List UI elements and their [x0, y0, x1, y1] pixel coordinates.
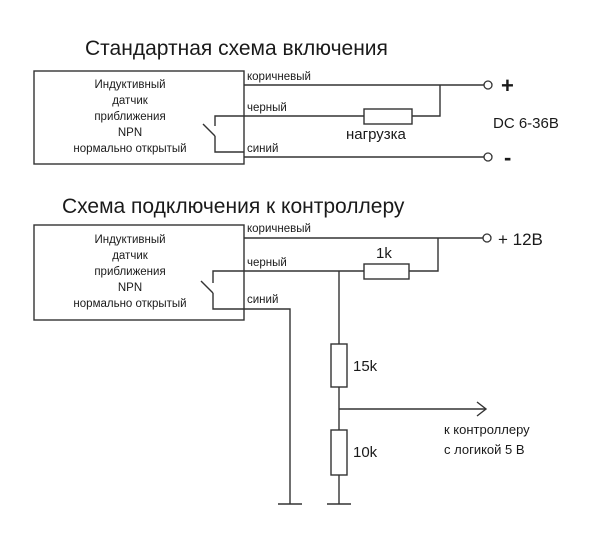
sensor-line: NPN	[118, 127, 142, 139]
sensor-label-2: Индуктивный датчик приближения NPN норма…	[73, 234, 186, 310]
plus-sign-1: +	[501, 73, 514, 98]
sensor-line: Индуктивный	[94, 234, 165, 246]
minus-terminal-1	[483, 152, 493, 162]
npn-switch-icon-1	[202, 115, 244, 153]
wire-label-blue-1: синий	[247, 143, 278, 155]
wire-label-brown-1: коричневый	[247, 71, 311, 83]
load-resistor	[363, 108, 413, 125]
diagram-standard: Стандартная схема включения Индуктивный …	[33, 37, 559, 170]
controller-label-line: с логикой 5 В	[444, 442, 525, 457]
sensor-line: NPN	[118, 282, 142, 294]
resistor-1k	[363, 263, 410, 280]
load-to-plus-wire	[412, 85, 441, 117]
sensor-line: нормально открытый	[73, 298, 186, 310]
wire-label-black-2: черный	[247, 257, 287, 269]
load-label: нагрузка	[346, 126, 407, 143]
wire-label-black-1: черный	[247, 102, 287, 114]
resistor-1k-label: 1k	[376, 245, 392, 262]
plus-terminal-1	[483, 80, 493, 90]
sensor-line: Индуктивный	[94, 79, 165, 91]
plus-12v-terminal	[482, 233, 492, 243]
resistor-10k	[330, 429, 348, 476]
resistor-15k-label: 15k	[353, 358, 378, 375]
plus-12v-label: + 12В	[498, 230, 543, 249]
sensor-label-1: Индуктивный датчик приближения NPN норма…	[73, 79, 186, 155]
npn-switch-icon-2	[200, 270, 244, 310]
resistor-15k	[330, 343, 348, 388]
pullup-to-plus-wire	[409, 238, 439, 272]
sensor-line: нормально открытый	[73, 143, 186, 155]
blue-wire-2	[244, 308, 291, 504]
sensor-box-1	[33, 70, 245, 165]
wire-label-brown-2: коричневый	[247, 223, 311, 235]
resistor-10k-label: 10k	[353, 444, 378, 461]
sensor-line: датчик	[112, 250, 149, 262]
arrow-right-icon	[476, 401, 488, 417]
sensor-box-2	[33, 224, 245, 321]
wire-label-blue-2: синий	[247, 294, 278, 306]
diagram1-title: Стандартная схема включения	[85, 37, 388, 60]
sensor-line: датчик	[112, 95, 149, 107]
controller-label-line: к контроллеру	[444, 422, 530, 437]
sensor-line: приближения	[94, 111, 165, 123]
supply-voltage-label: DC 6-36В	[493, 115, 559, 132]
minus-sign-1: -	[504, 145, 511, 170]
diagram2-title: Схема подключения к контроллеру	[62, 195, 405, 218]
diagram-controller: Схема подключения к контроллеру Индуктив…	[33, 195, 543, 505]
sensor-line: приближения	[94, 266, 165, 278]
